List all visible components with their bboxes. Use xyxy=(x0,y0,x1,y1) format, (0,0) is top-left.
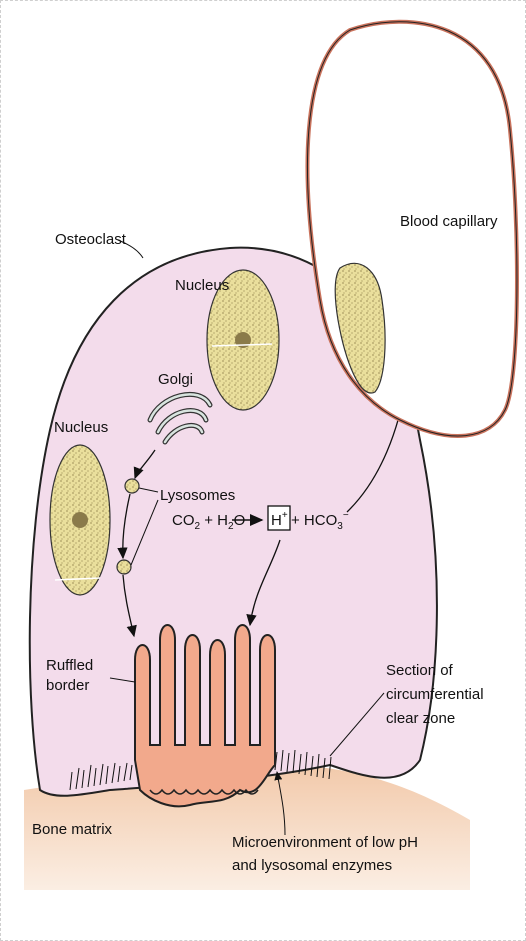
label-clear-zone-1: Section of xyxy=(386,662,454,679)
label-ruffled-1: Ruffled xyxy=(46,657,93,674)
label-ruffled-2: border xyxy=(46,677,89,694)
label-osteoclast: Osteoclast xyxy=(55,231,127,248)
label-microenv-1: Microenvironment of low pH xyxy=(232,834,418,851)
label-golgi: Golgi xyxy=(158,371,193,388)
label-clear-zone-2: circumferential xyxy=(386,686,484,703)
label-lysosomes: Lysosomes xyxy=(160,487,235,504)
label-microenv-2: and lysosomal enzymes xyxy=(232,857,392,874)
label-nucleus-left: Nucleus xyxy=(54,419,108,436)
label-blood-capillary: Blood capillary xyxy=(400,213,498,230)
lysosome-2 xyxy=(117,560,131,574)
lysosome-1 xyxy=(125,479,139,493)
label-clear-zone-3: clear zone xyxy=(386,710,455,727)
label-nucleus-top: Nucleus xyxy=(175,277,229,294)
label-bone-matrix: Bone matrix xyxy=(32,821,113,838)
